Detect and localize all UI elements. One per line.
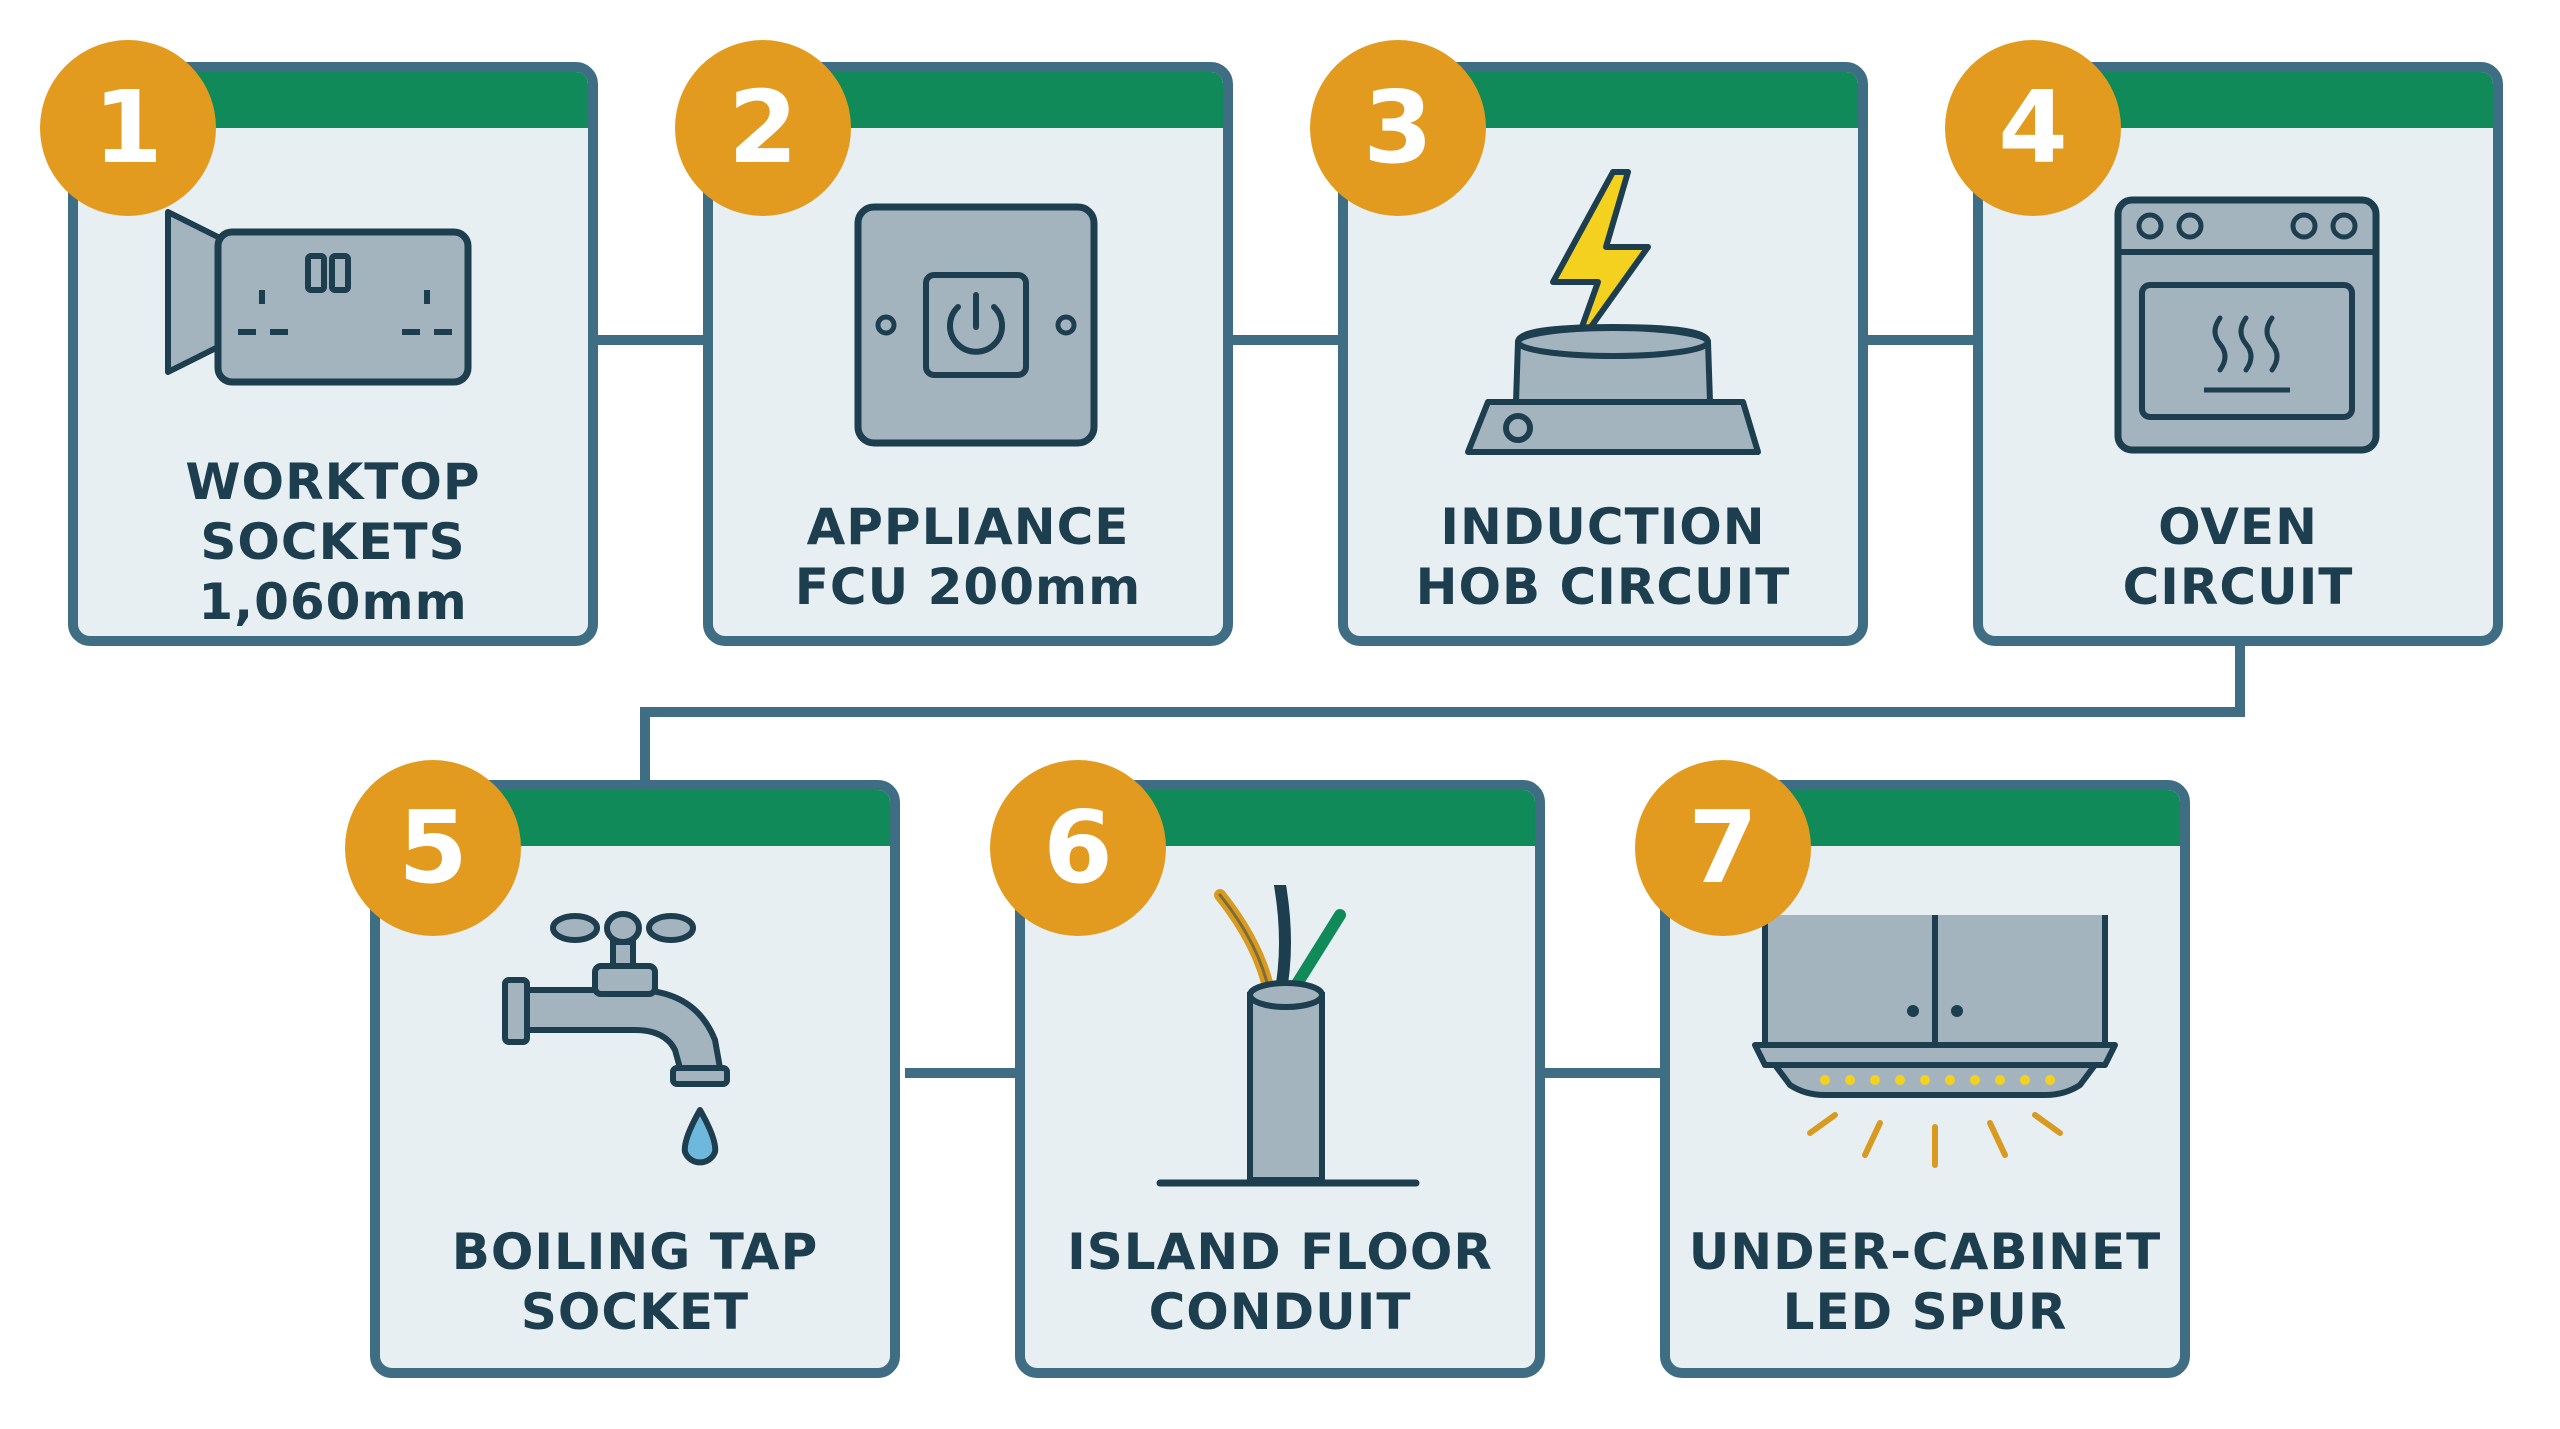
step-label-line: CONDUIT <box>1148 1283 1412 1341</box>
step-label: ISLAND FLOOR CONDUIT <box>1025 1222 1535 1342</box>
step-label-line: LED SPUR <box>1782 1283 2068 1341</box>
step-number-badge: 6 <box>990 760 1166 936</box>
step-label: APPLIANCE FCU 200mm <box>713 497 1223 617</box>
oven-icon <box>2114 196 2380 454</box>
step-label-line: APPLIANCE <box>806 498 1130 556</box>
step-number-badge: 5 <box>345 760 521 936</box>
tap-icon <box>502 911 730 1166</box>
step-number-badge: 7 <box>1635 760 1811 936</box>
step-label: BOILING TAP SOCKET <box>380 1222 890 1342</box>
step-label-line: ISLAND FLOOR <box>1067 1223 1493 1281</box>
step-label-line: HOB CIRCUIT <box>1415 558 1791 616</box>
step-label: OVEN CIRCUIT <box>1983 497 2493 617</box>
induction-hob-icon <box>1465 169 1761 455</box>
step-label-line: WORKTOP <box>185 453 481 511</box>
fused-connection-unit-icon <box>854 203 1098 447</box>
step-label-line: 1,060mm <box>198 573 468 631</box>
step-label-line: UNDER-CABINET <box>1688 1223 2162 1281</box>
lightning-bolt-icon <box>1550 169 1651 355</box>
step-label-line: CIRCUIT <box>2122 558 2354 616</box>
step-label-line: OVEN <box>2158 498 2318 556</box>
step-card-6: ISLAND FLOOR CONDUIT <box>1015 780 1545 1378</box>
step-label-line: FCU 200mm <box>794 558 1142 616</box>
step-label: WORKTOP SOCKETS 1,060mm <box>78 452 588 632</box>
step-number-badge: 1 <box>40 40 216 216</box>
step-label-line: SOCKET <box>520 1283 750 1341</box>
step-label-line: BOILING TAP <box>451 1223 819 1281</box>
step-label: INDUCTION HOB CIRCUIT <box>1348 497 1858 617</box>
step-number-badge: 3 <box>1310 40 1486 216</box>
connector-4-5 <box>640 640 2245 790</box>
step-number-badge: 2 <box>675 40 851 216</box>
step-number-badge: 4 <box>1945 40 2121 216</box>
floor-conduit-icon <box>1156 885 1420 1187</box>
under-cabinet-light-icon <box>1752 915 2118 1168</box>
step-label: UNDER-CABINET LED SPUR <box>1670 1222 2180 1342</box>
step-label-line: INDUCTION <box>1440 498 1766 556</box>
double-socket-icon <box>165 209 472 386</box>
step-label-line: SOCKETS <box>200 513 466 571</box>
